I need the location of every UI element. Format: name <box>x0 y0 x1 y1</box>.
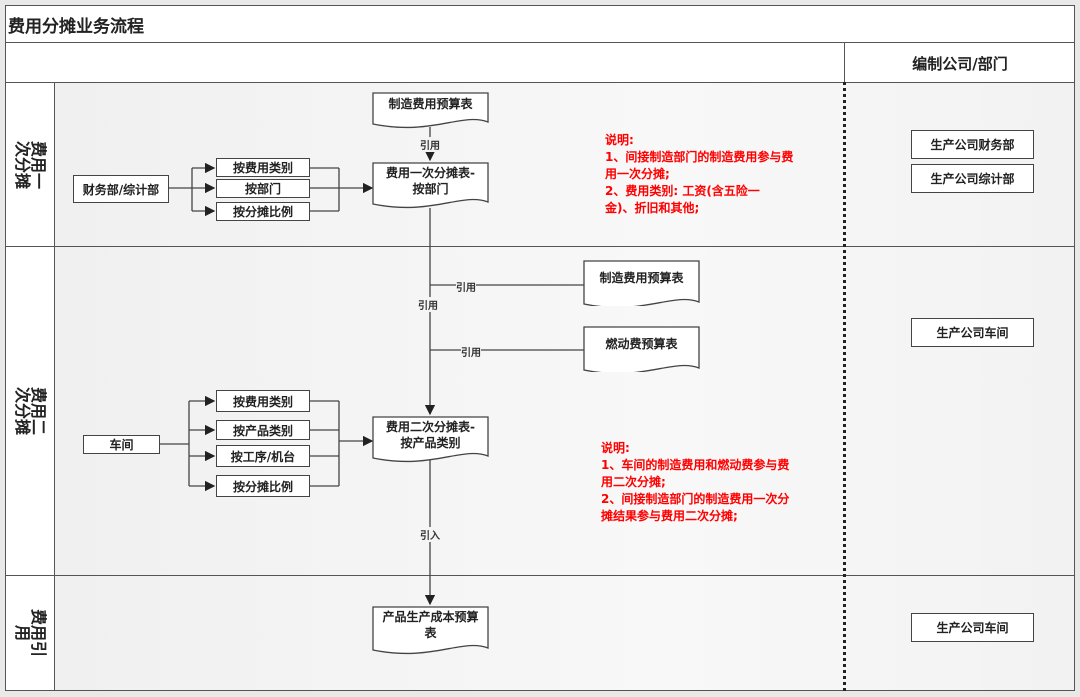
note-line: 金)、折旧和其他; <box>605 201 700 215</box>
dept-statistics[interactable]: 生产公司综计部 <box>911 164 1034 193</box>
column-header-department: 编制公司/部门 <box>912 54 1008 73</box>
doc-label: 燃动费预算表 <box>605 337 678 351</box>
lane-separator <box>843 82 846 691</box>
document-shape <box>372 92 489 128</box>
lane-bg-3 <box>55 576 1074 690</box>
divider <box>54 82 55 691</box>
source-finance-dept[interactable]: 财务部/综计部 <box>73 175 169 203</box>
method-by-product-type[interactable]: 按产品类别 <box>216 420 310 440</box>
method-by-expense-type[interactable]: 按费用类别 <box>216 158 310 177</box>
doc-label: 产品生产成本预算表 <box>372 609 489 641</box>
document-shape <box>583 326 700 372</box>
note-line: 用一次分摊; <box>605 167 670 181</box>
dept-workshop[interactable]: 生产公司车间 <box>911 318 1034 347</box>
note-first-allocation: 说明: 1、间接制造部门的制造费用参与费 用一次分摊; 2、费用类别: 工资(含… <box>605 132 793 217</box>
document-shape <box>372 162 489 208</box>
method-by-process-machine[interactable]: 按工序/机台 <box>216 445 310 467</box>
doc-manufacturing-budget[interactable]: 制造费用预算表 <box>372 92 489 130</box>
divider <box>5 42 1075 43</box>
doc-label-line2: 按部门 <box>412 182 449 196</box>
note-line: 2、费用类别: 工资(含五险一 <box>605 184 760 198</box>
divider <box>5 575 1075 576</box>
doc-label-line1: 费用二次分摊表- <box>386 420 475 434</box>
doc-label-line2: 按产品类别 <box>400 436 461 450</box>
method-by-expense-type[interactable]: 按费用类别 <box>216 390 310 412</box>
doc-manufacturing-budget-2[interactable]: 制造费用预算表 <box>583 260 700 306</box>
source-workshop[interactable]: 车间 <box>83 435 160 454</box>
doc-label-line1: 费用一次分摊表- <box>386 166 475 180</box>
doc-label: 费用二次分摊表- 按产品类别 <box>372 419 489 451</box>
note-second-allocation: 说明: 1、车间的制造费用和燃动费参与费 用二次分摊; 2、间接制造部门的制造费… <box>601 440 789 525</box>
doc-label: 费用一次分摊表- 按部门 <box>372 165 489 197</box>
note-line: 说明: <box>605 133 634 147</box>
page-title: 费用分摊业务流程 <box>8 17 144 37</box>
note-line: 摊结果参与费用二次分摊; <box>601 509 738 523</box>
document-shape <box>372 416 489 462</box>
document-shape <box>372 606 489 654</box>
note-line: 1、车间的制造费用和燃动费参与费 <box>601 458 790 472</box>
dept-finance[interactable]: 生产公司财务部 <box>911 130 1034 159</box>
doc-label: 制造费用预算表 <box>388 97 473 111</box>
doc-second-allocation-table[interactable]: 费用二次分摊表- 按产品类别 <box>372 416 489 464</box>
doc-label-line1: 产品生产成本预算 <box>382 610 479 624</box>
method-by-ratio[interactable]: 按分摊比例 <box>216 202 310 221</box>
ref-label: 引用 <box>418 297 438 312</box>
divider <box>844 42 845 82</box>
divider <box>5 246 1075 247</box>
dept-workshop[interactable]: 生产公司车间 <box>911 613 1034 642</box>
doc-label-line2: 表 <box>424 626 437 640</box>
doc-product-cost-budget[interactable]: 产品生产成本预算表 <box>372 606 489 656</box>
ref-label: 引用 <box>420 137 440 152</box>
note-line: 说明: <box>601 441 630 455</box>
ref-label: 引用 <box>461 344 481 359</box>
doc-fuel-power-budget[interactable]: 燃动费预算表 <box>583 326 700 372</box>
note-line: 1、间接制造部门的制造费用参与费 <box>605 150 794 164</box>
document-shape <box>583 260 700 306</box>
note-line: 2、间接制造部门的制造费用一次分 <box>601 492 790 506</box>
ref-label: 引用 <box>456 279 476 294</box>
method-by-ratio[interactable]: 按分摊比例 <box>216 475 310 497</box>
method-by-department[interactable]: 按部门 <box>216 179 310 198</box>
doc-label: 制造费用预算表 <box>599 271 684 285</box>
note-line: 用二次分摊; <box>601 475 666 489</box>
import-label: 引入 <box>420 527 440 542</box>
doc-first-allocation-table[interactable]: 费用一次分摊表- 按部门 <box>372 162 489 210</box>
divider <box>5 82 1075 83</box>
